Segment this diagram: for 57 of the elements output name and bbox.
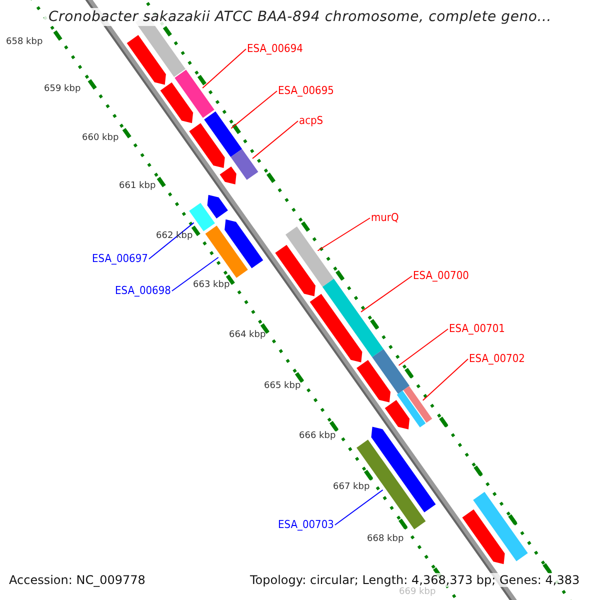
gene-feature (372, 349, 410, 394)
leader-line (360, 276, 412, 312)
gene-label: ESA_00694 (247, 42, 303, 56)
tick-label: 668 kbp (367, 534, 404, 544)
gene-feature (220, 166, 236, 184)
leader-line (398, 328, 448, 366)
gene-feature (189, 123, 225, 168)
gene-feature (189, 202, 215, 232)
tick-label: 659 kbp (44, 84, 81, 94)
tick-label: 660 kbp (82, 133, 119, 143)
tick-label: 664 kbp (229, 330, 266, 340)
gene-feature (384, 400, 410, 430)
gene-feature (462, 509, 505, 564)
gene-feature (356, 360, 390, 402)
gene-label: ESA_00703 (278, 518, 334, 532)
tick-label: 661 kbp (119, 181, 156, 191)
tick-label: 665 kbp (264, 381, 301, 391)
gene-feature (207, 194, 228, 218)
leader-line (317, 218, 370, 252)
gene-label: ESA_00695 (278, 84, 334, 98)
gene-feature (205, 226, 248, 278)
leader-line (422, 358, 468, 401)
leader-line (252, 120, 298, 160)
tick-label: 662 kbp (156, 231, 193, 241)
gene-feature (204, 111, 242, 158)
gene-feature (224, 219, 264, 268)
leader-line (171, 256, 219, 292)
tick-label: 669 kbp (399, 587, 436, 597)
gene-feature (126, 35, 166, 85)
tick-label: 658 kbp (6, 37, 43, 47)
tick-label: 666 kbp (299, 431, 336, 441)
gene-feature (174, 70, 214, 118)
leader-line (148, 222, 194, 260)
gene-label: ESA_00697 (92, 252, 148, 266)
gene-label: murQ (371, 211, 399, 225)
gene-feature (275, 244, 316, 296)
gene-label: ESA_00698 (115, 284, 171, 298)
gene-feature (160, 82, 194, 124)
gene-feature (310, 294, 362, 362)
leader-line (202, 48, 246, 88)
gene-feature (230, 148, 258, 180)
gene-feature (396, 390, 426, 428)
gene-feature (473, 492, 528, 562)
gene-feature (322, 278, 384, 358)
leader-line (230, 90, 278, 129)
gene-feature (403, 386, 432, 423)
gene-label: ESA_00701 (449, 322, 505, 336)
gene-feature (371, 426, 436, 512)
gene-label: ESA_00702 (469, 352, 525, 366)
gene-label: ESA_00700 (413, 269, 469, 283)
gene-feature (285, 226, 334, 287)
leader-line (334, 489, 384, 526)
footer-text: Accession: NC_009778 (9, 573, 146, 587)
footer-text: Topology: circular; Length: 4,368,373 bp; Genes: 4,383 (250, 573, 580, 587)
gene-label: acpS (299, 114, 324, 128)
tick-label: 667 kbp (333, 482, 370, 492)
tick-label: 663 kbp (193, 280, 230, 290)
